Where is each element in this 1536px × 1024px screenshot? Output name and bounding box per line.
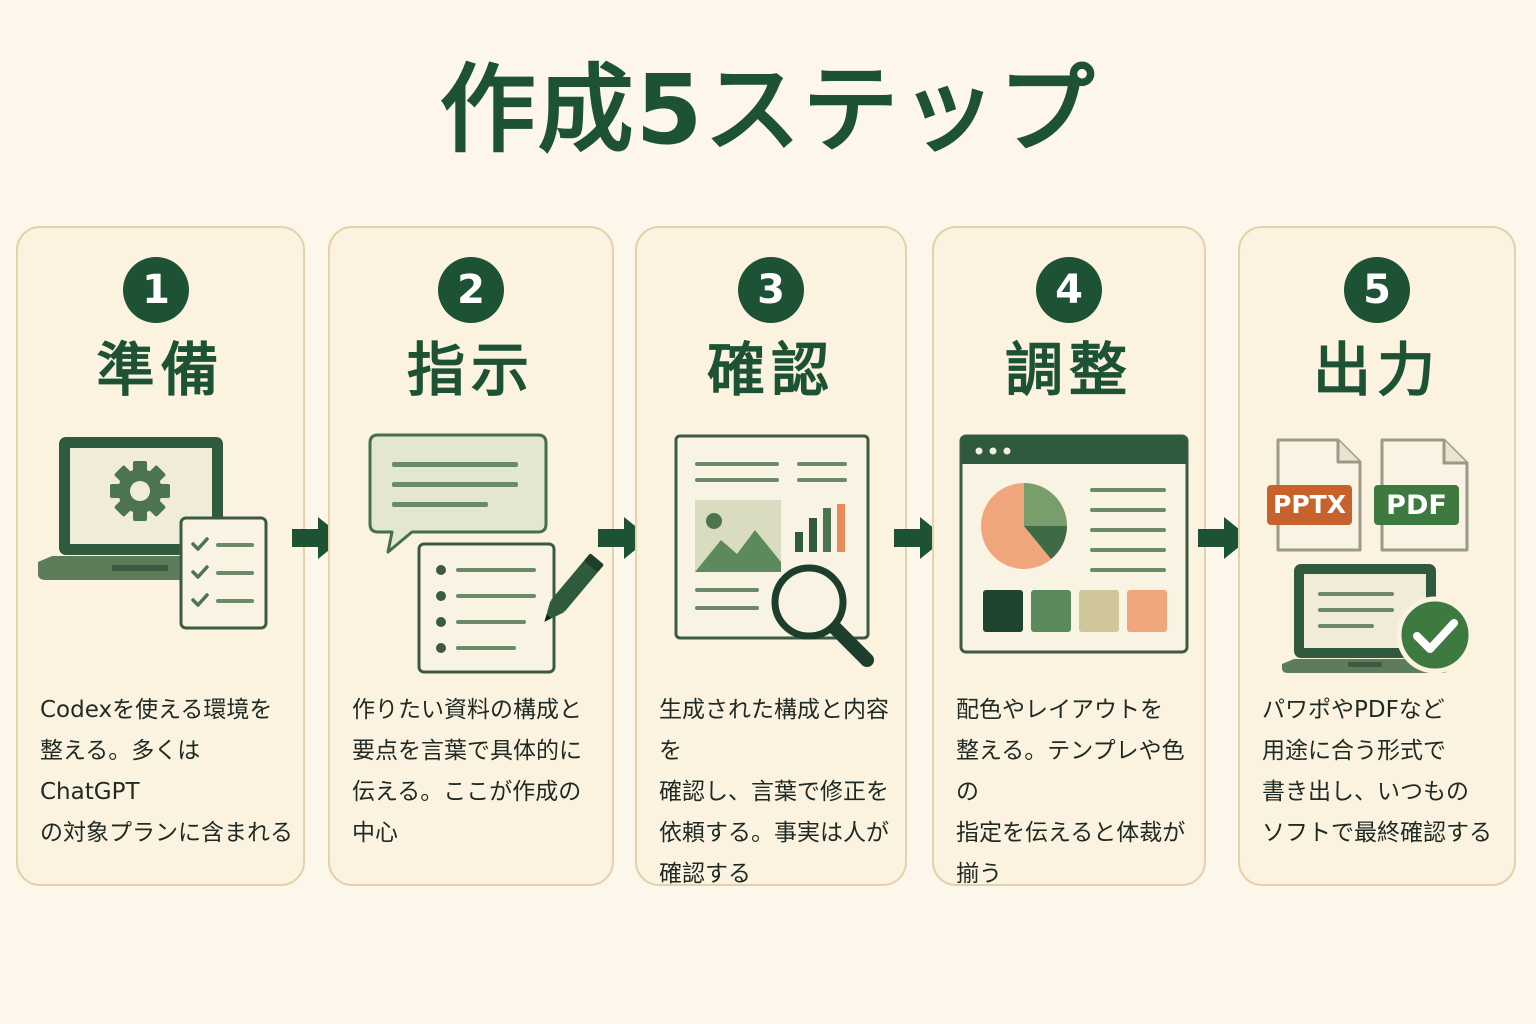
step-description: Codexを使える環境を 整える。多くはChatGPT の対象プランに含まれる xyxy=(40,697,293,846)
checklist-icon xyxy=(179,516,268,630)
adjustment-illustration xyxy=(959,434,1189,654)
bar-chart-icon xyxy=(795,504,845,552)
step-card-3: 3 確認 生成された構成と内容を 確認し、言葉で修正を 依頼する。事実は人が 確… xyxy=(635,226,907,887)
step-number-badge: 2 xyxy=(438,257,504,323)
checkmark-icon xyxy=(1396,596,1474,674)
step-title: 調整 xyxy=(1004,336,1133,404)
pptx-label: PPTX xyxy=(1273,490,1346,519)
instruction-illustration xyxy=(368,433,604,674)
step-number-badge: 5 xyxy=(1344,257,1410,323)
pencil-icon xyxy=(544,554,604,622)
color-swatches xyxy=(983,590,1167,632)
step-title: 準備 xyxy=(96,336,225,404)
step-card-1: 1 準備 xyxy=(16,226,305,886)
step-number-badge: 1 xyxy=(123,257,189,323)
document-list-icon xyxy=(417,542,556,674)
step-card-5: 5 出力 PPTX PDF パワポやPDFなど 用途に合う形式で xyxy=(1238,226,1516,886)
review-illustration xyxy=(674,434,874,667)
step-card-2: 2 指示 作りたい資料の構成と 要点を言葉で具体的に 伝える。ここが作成の中心 xyxy=(328,226,614,886)
magnifier-icon xyxy=(771,564,874,667)
step-number-badge: 3 xyxy=(738,257,804,323)
step-title: 出力 xyxy=(1312,336,1441,404)
step-card-4: 4 調整 配色やレイアウトを 整える。テンプレや色の 指定を伝えると体裁が 揃う xyxy=(932,226,1206,887)
gear-icon xyxy=(110,461,170,521)
pptx-file-icon: PPTX xyxy=(1267,438,1362,552)
step-title: 確認 xyxy=(706,336,835,404)
output-illustration: PPTX PDF xyxy=(1267,438,1474,674)
step-description: 配色やレイアウトを 整える。テンプレや色の 指定を伝えると体裁が 揃う xyxy=(956,697,1186,887)
step-description: 生成された構成と内容を 確認し、言葉で修正を 依頼する。事実は人が 確認する xyxy=(659,697,889,887)
step-number-badge: 4 xyxy=(1036,257,1102,323)
speech-bubble-icon xyxy=(368,433,548,554)
step-description: パワポやPDFなど 用途に合う形式で 書き出し、いつもの ソフトで最終確認する xyxy=(1262,697,1492,846)
pie-chart-icon xyxy=(981,483,1067,569)
page-title: 作成5ステップ xyxy=(439,54,1097,166)
step-description: 作りたい資料の構成と 要点を言葉で具体的に 伝える。ここが作成の中心 xyxy=(352,697,582,846)
arrow-right-icon xyxy=(1198,517,1250,559)
pdf-file-icon: PDF xyxy=(1374,438,1469,552)
preparation-illustration xyxy=(38,437,268,630)
pdf-label: PDF xyxy=(1386,490,1447,521)
image-placeholder-icon xyxy=(695,500,781,572)
step-title: 指示 xyxy=(406,336,535,404)
